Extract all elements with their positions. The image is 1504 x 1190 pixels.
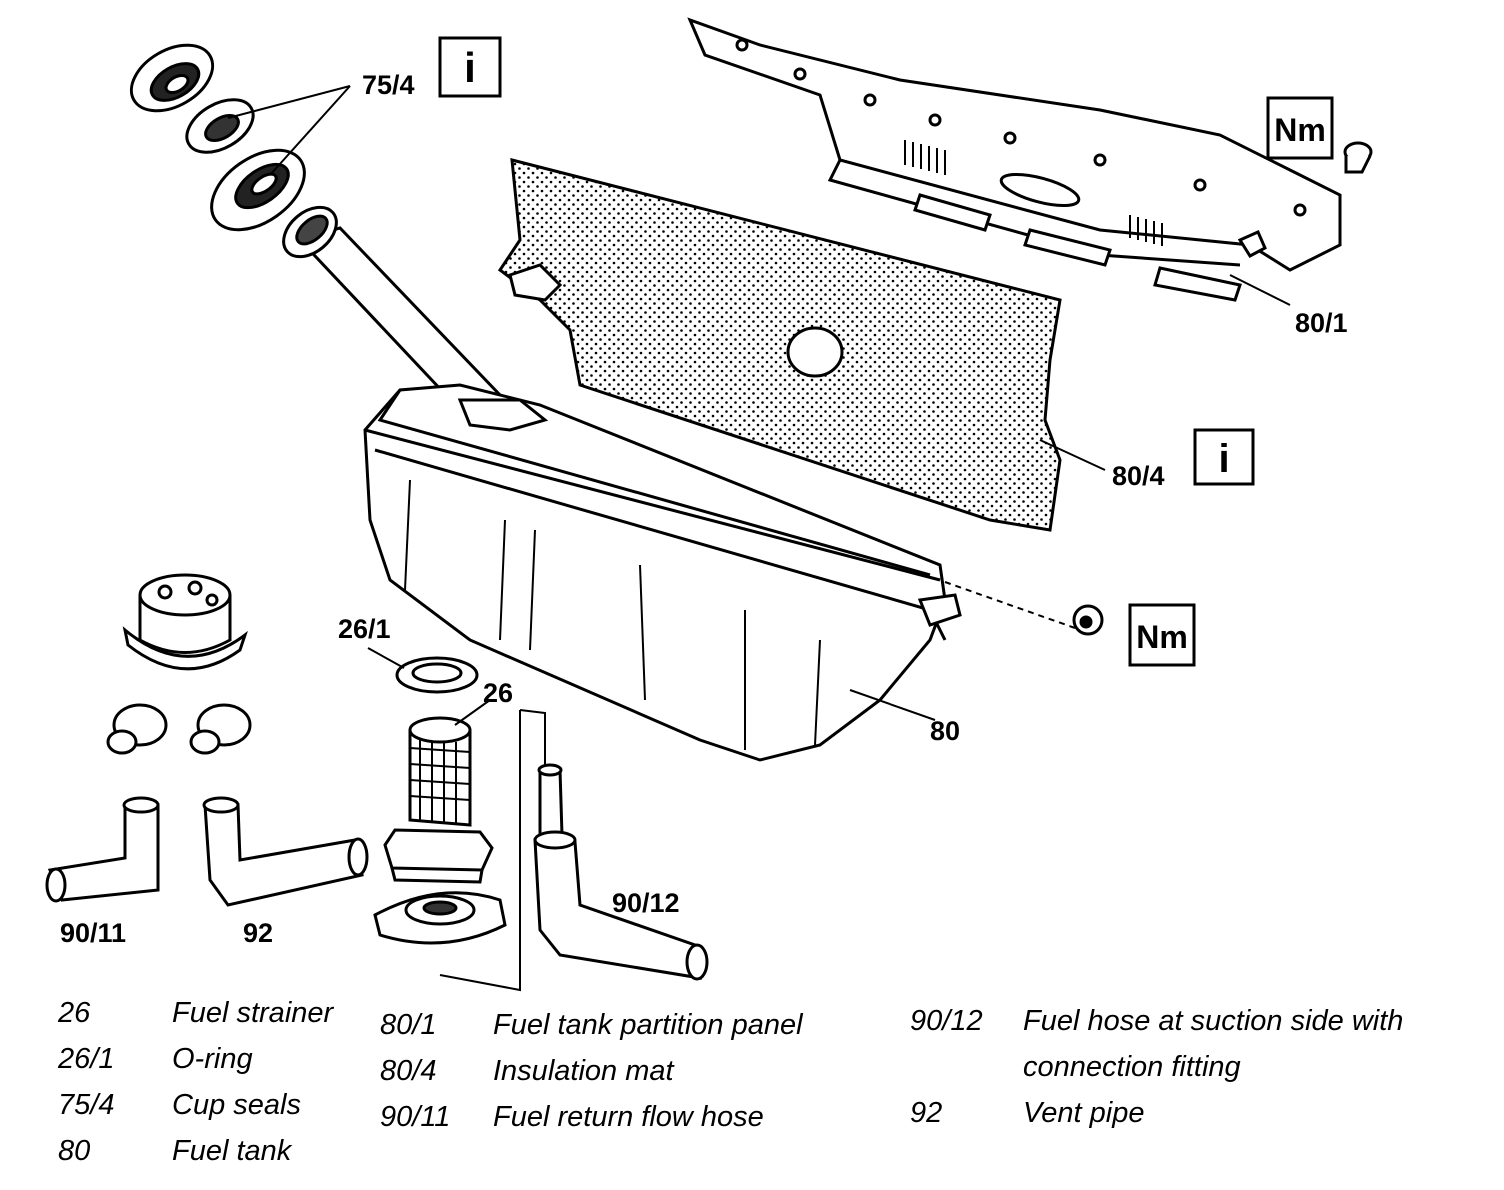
legend-row: 92 Vent pipe	[910, 1090, 1470, 1136]
legend-number: 92	[910, 1097, 943, 1129]
svg-text:Nm: Nm	[1136, 619, 1188, 655]
o-ring	[395, 656, 479, 694]
legend-row: 80/4 Insulation mat	[380, 1048, 890, 1094]
cup-seal-outer	[129, 43, 215, 113]
cup-seal-inner	[210, 148, 306, 232]
leader-line-80-1	[1229, 274, 1291, 306]
legend-row: 90/11 Fuel return flow hose	[380, 1094, 890, 1140]
svg-text:i: i	[1218, 437, 1229, 481]
legend-description: Cup seals	[172, 1089, 301, 1121]
legend-description: O-ring	[172, 1043, 253, 1075]
legend-description: Fuel return flow hose	[493, 1101, 764, 1133]
fuel-strainer	[373, 716, 507, 945]
dashed-bolt-line	[944, 581, 1076, 629]
leader-line-80-4	[1039, 439, 1106, 471]
callout-75-4: 75/4	[362, 70, 415, 100]
legend-row: 26/1 O-ring	[58, 1036, 378, 1082]
callout-90-12: 90/12	[612, 888, 680, 918]
callout-80: 80	[930, 716, 960, 746]
legend-number: 80/1	[380, 1009, 437, 1041]
legend-number: 26	[58, 997, 91, 1029]
fuel-return-flow-hose	[45, 796, 160, 903]
svg-text:Nm: Nm	[1274, 112, 1326, 148]
leader-line-26	[454, 699, 491, 726]
legend-number: 80	[58, 1135, 91, 1167]
legend-row: 26 Fuel strainer	[58, 990, 378, 1036]
legend-description: Fuel tank	[172, 1135, 292, 1167]
leader-lines-75-4	[227, 85, 351, 176]
legend-description-line2: connection fitting	[1023, 1051, 1241, 1083]
legend-number: 80/4	[380, 1055, 437, 1087]
legend-number: 90/11	[380, 1101, 451, 1133]
callout-92: 92	[243, 918, 273, 948]
info-badge-75-4: i	[438, 36, 502, 98]
callout-90-11: 90/11	[60, 918, 126, 948]
callout-80-4: 80/4	[1112, 461, 1165, 491]
cup-seal-ring	[185, 98, 255, 154]
legend-description: Fuel tank partition panel	[493, 1009, 803, 1041]
legend-row: 90/12 Fuel hose at suction side with con…	[910, 998, 1470, 1090]
torque-badge-80: Nm	[1128, 603, 1196, 667]
leader-line-80	[849, 689, 936, 721]
hose-clamps	[106, 703, 252, 755]
legend-description: Vent pipe	[1023, 1097, 1145, 1129]
legend-column-1: 26 Fuel strainer 26/1 O-ring 75/4 Cup se…	[58, 990, 378, 1174]
suction-side-hose	[533, 763, 709, 981]
legend-description: Fuel strainer	[172, 997, 334, 1029]
legend-row: 80/1 Fuel tank partition panel	[380, 1002, 890, 1048]
partition-panel	[687, 17, 1342, 302]
bolt-80-1	[1343, 141, 1373, 174]
legend-description: Fuel hose at suction side with	[1023, 1005, 1404, 1037]
bolt-80	[1072, 604, 1104, 636]
svg-text:i: i	[464, 44, 476, 91]
filler-neck	[282, 205, 503, 412]
cup-seals-part	[129, 43, 306, 232]
pump-housing	[122, 573, 248, 671]
legend-number: 90/12	[910, 1005, 983, 1037]
info-badge-80-4: i	[1193, 428, 1255, 486]
vent-pipe	[202, 796, 369, 907]
leader-line-26-1	[367, 647, 405, 669]
legend-description: Insulation mat	[493, 1055, 674, 1087]
callout-26: 26	[483, 678, 513, 708]
legend-row: 80 Fuel tank	[58, 1128, 378, 1174]
legend-number: 26/1	[58, 1043, 115, 1075]
insulation-mat	[497, 158, 1062, 532]
legend-column-2: 80/1 Fuel tank partition panel 80/4 Insu…	[380, 1002, 890, 1140]
legend-column-3: 90/12 Fuel hose at suction side with con…	[910, 998, 1470, 1136]
bracket-lines	[439, 709, 546, 992]
callout-26-1: 26/1	[338, 614, 391, 644]
callout-80-1: 80/1	[1295, 308, 1348, 338]
legend-number: 75/4	[58, 1089, 115, 1121]
legend-row: 75/4 Cup seals	[58, 1082, 378, 1128]
torque-badge-80-1: Nm	[1266, 96, 1334, 160]
